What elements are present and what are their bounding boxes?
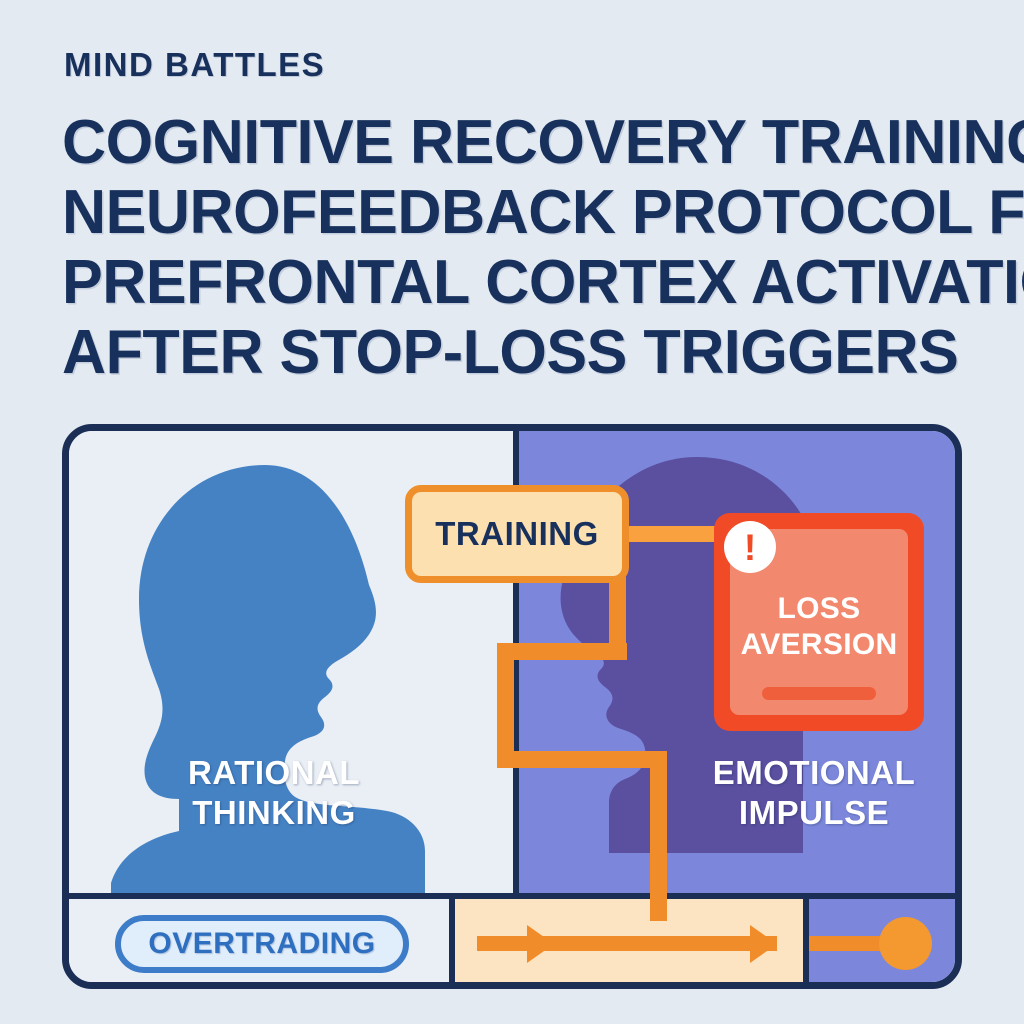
flow-arrow-head-1-icon [527,925,554,963]
connector-segment-vertical-left [497,643,514,768]
bottom-strip: OVERTRADING [69,899,955,982]
strip-cell-flow [455,899,803,982]
title-line-1: COGNITIVE RECOVERY TRAINING: [62,108,1024,177]
training-badge[interactable]: TRAINING [405,485,629,583]
diagram-frame: RATIONAL THINKING EMOTIONAL IMPULSE ! L [62,424,962,989]
connector-segment-vertical-down [650,751,667,921]
emotional-impulse-caption: EMOTIONAL IMPULSE [649,753,955,833]
caption-line-2: IMPULSE [738,794,890,831]
endpoint-node-icon [879,917,932,970]
connector-segment-horizontal-lower [497,751,667,768]
title-line-3: PREFRONTAL CORTEX ACTIVATION [62,248,1024,317]
strip-top-border [69,893,955,899]
strip-cell-overtrading: OVERTRADING [69,899,449,982]
loss-aversion-label: LOSS AVERSION [714,591,924,663]
warning-glyph: ! [743,526,757,568]
overtrading-label: OVERTRADING [148,927,376,960]
caption-line-1: RATIONAL [187,754,361,791]
overtrading-pill[interactable]: OVERTRADING [115,915,409,973]
strip-divider-1 [449,899,455,982]
title-line-2: NEUROFEEDBACK PROTOCOL FOR [62,178,1024,247]
connector-segment-horizontal-upper [497,643,627,660]
training-badge-label: TRAINING [435,515,599,552]
strip-divider-2 [803,899,809,982]
panel-divider [513,431,519,893]
page-title: COGNITIVE RECOVERY TRAINING: NEUROFEEDBA… [62,108,1024,388]
connector-training-to-loss [625,526,723,542]
head-profile-left-icon [111,465,425,893]
rational-thinking-caption: RATIONAL THINKING [109,753,439,833]
strip-cell-node [809,899,955,982]
kicker-label: MIND BATTLES [64,46,326,83]
caption-line-2: THINKING [192,794,356,831]
loss-aversion-bar [762,687,876,700]
warning-icon: ! [724,521,776,573]
title-line-4: AFTER STOP-LOSS TRIGGERS [62,318,959,387]
loss-line-2: AVERSION [740,628,898,661]
caption-line-1: EMOTIONAL [712,754,916,791]
loss-aversion-card[interactable]: ! LOSS AVERSION [714,513,924,731]
flow-arrow-track [477,936,777,951]
node-connector-stub [809,936,893,951]
connector-segment-vertical-top [609,577,626,659]
loss-line-1: LOSS [777,592,861,625]
flow-arrow-head-2-icon [750,925,777,963]
